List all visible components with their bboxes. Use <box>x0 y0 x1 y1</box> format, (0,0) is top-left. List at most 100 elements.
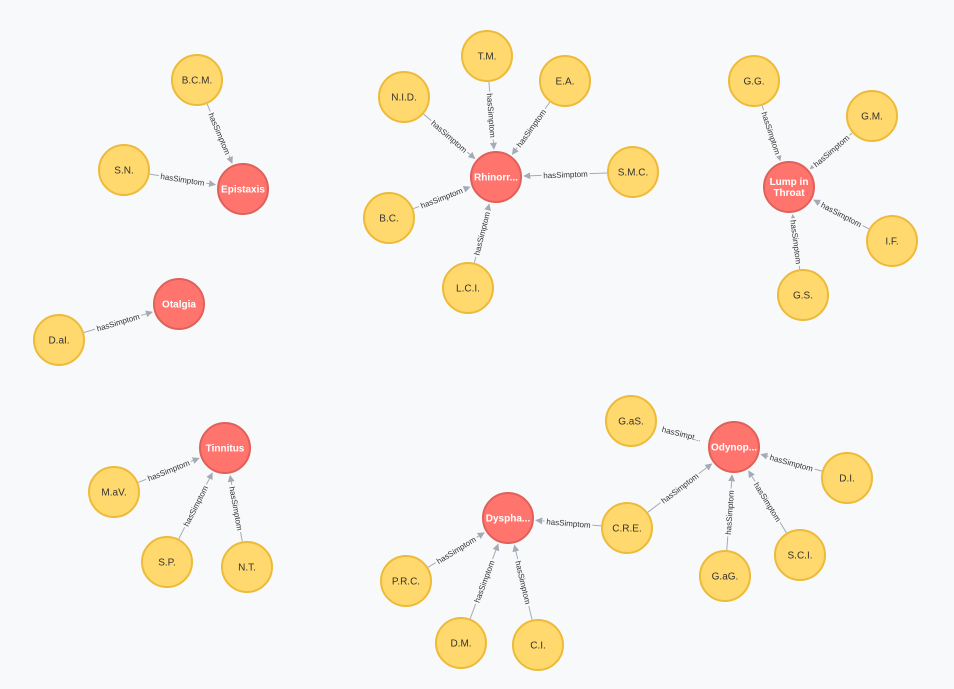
edge-label: hasSimptom <box>96 312 141 333</box>
symptom-node-circle[interactable] <box>141 536 193 588</box>
symptom-node-circle[interactable] <box>774 529 826 581</box>
edge-gm-lump[interactable]: hasSimptom <box>809 130 853 171</box>
symptom-node-sn[interactable]: S.N. <box>98 144 150 196</box>
symptom-node-sci[interactable]: S.C.I. <box>774 529 826 581</box>
symptom-node-circle[interactable] <box>380 555 432 607</box>
disease-node-dyspha[interactable]: Dyspha... <box>482 492 534 544</box>
edge-sp-tinnitus[interactable]: hasSimptom <box>178 472 213 540</box>
symptom-node-circle[interactable] <box>728 55 780 107</box>
edge-nid-rhinorr[interactable]: hasSimptom <box>423 113 476 160</box>
symptom-node-circle[interactable] <box>442 262 494 314</box>
symptom-node-gs[interactable]: G.S. <box>777 269 829 321</box>
edge-dm-dyspha[interactable]: hasSimptom <box>469 543 500 619</box>
symptom-node-if[interactable]: I.F. <box>866 215 918 267</box>
edge-bc-rhinorr[interactable]: hasSimptom <box>413 183 471 212</box>
disease-node-circle[interactable] <box>470 151 522 203</box>
edge-tm-rhinorr[interactable]: hasSimptom <box>484 81 500 150</box>
edge-label-background <box>788 217 806 267</box>
symptom-node-circle[interactable] <box>378 71 430 123</box>
symptom-node-gas[interactable]: G.aS. <box>605 395 657 447</box>
symptom-node-circle[interactable] <box>363 192 415 244</box>
symptom-node-circle[interactable] <box>777 269 829 321</box>
symptom-node-label: D.aI. <box>48 336 69 347</box>
edge-mav-tinnitus[interactable]: hasSimptom <box>137 455 200 484</box>
edge-gg-lump[interactable]: hasSimptom <box>758 105 785 162</box>
symptom-node-cre[interactable]: C.R.E. <box>601 502 653 554</box>
disease-node-otalgia[interactable]: Otalgia <box>153 278 205 330</box>
edge-gag-odynop[interactable]: hasSimptom <box>721 474 737 551</box>
edge-di-odynop[interactable]: hasSimptom <box>760 450 823 474</box>
symptom-node-circle[interactable] <box>33 314 85 366</box>
symptom-node-circle[interactable] <box>605 395 657 447</box>
symptom-node-gag[interactable]: G.aG. <box>699 550 751 602</box>
edge-label-background <box>766 450 817 474</box>
edge-bcm-epistaxis[interactable]: hasSimptom <box>205 103 235 164</box>
disease-node-circle[interactable] <box>763 161 815 213</box>
symptom-node-sp[interactable]: S.P. <box>141 536 193 588</box>
disease-node-label: Otalgia <box>162 300 196 311</box>
edge-cre-odynop[interactable]: hasSimptom <box>647 463 713 513</box>
edge-label: hasSimptom <box>543 170 588 181</box>
symptom-node-circle[interactable] <box>607 146 659 198</box>
symptom-node-circle[interactable] <box>171 54 223 106</box>
symptom-node-lci[interactable]: L.C.I. <box>442 262 494 314</box>
symptom-node-smc[interactable]: S.M.C. <box>607 146 659 198</box>
disease-node-circle[interactable] <box>153 278 205 330</box>
symptom-node-nid[interactable]: N.I.D. <box>378 71 430 123</box>
symptom-node-circle[interactable] <box>866 215 918 267</box>
symptom-node-ci[interactable]: C.I. <box>512 619 564 671</box>
disease-node-rhinorr[interactable]: Rhinorr... <box>470 151 522 203</box>
symptom-node-bc[interactable]: B.C. <box>363 192 415 244</box>
edge-prc-dyspha[interactable]: hasSimptom <box>427 532 485 568</box>
symptom-node-circle[interactable] <box>512 619 564 671</box>
symptom-node-circle[interactable] <box>821 452 873 504</box>
edge-dai-otalgia[interactable]: hasSimptom <box>83 309 153 334</box>
disease-node-epistaxis[interactable]: Epistaxis <box>217 163 269 215</box>
edge-gs-lump[interactable]: hasSimptom <box>788 214 806 270</box>
symptom-node-gm[interactable]: G.M. <box>846 90 898 142</box>
edge-label-background <box>226 483 247 533</box>
symptom-node-di[interactable]: D.I. <box>821 452 873 504</box>
symptom-node-bcm[interactable]: B.C.M. <box>171 54 223 106</box>
edge-nt-tinnitus[interactable]: hasSimptom <box>226 474 247 542</box>
edge-lci-rhinorr[interactable]: hasSimptom <box>470 203 493 263</box>
disease-node-circle[interactable] <box>482 492 534 544</box>
edge-cre-dyspha[interactable]: hasSimptom <box>535 515 602 531</box>
symptom-node-label: C.R.E. <box>612 524 641 535</box>
disease-node-circle[interactable] <box>199 422 251 474</box>
edge-sci-odynop[interactable]: hasSimptom <box>748 470 787 534</box>
disease-node-odynop[interactable]: Odynop... <box>708 421 760 473</box>
symptom-node-circle[interactable] <box>98 144 150 196</box>
symptom-node-dm[interactable]: D.M. <box>435 617 487 669</box>
symptom-node-gg[interactable]: G.G. <box>728 55 780 107</box>
symptom-node-tm[interactable]: T.M. <box>461 30 513 82</box>
edge-ea-rhinorr[interactable]: hasSimptom <box>511 101 551 155</box>
symptom-node-circle[interactable] <box>699 550 751 602</box>
symptom-node-circle[interactable] <box>88 466 140 518</box>
symptom-node-circle[interactable] <box>221 541 273 593</box>
edge-sn-epistaxis[interactable]: hasSimptom <box>149 169 217 189</box>
edge-label-background <box>93 309 143 334</box>
symptom-node-dai[interactable]: D.aI. <box>33 314 85 366</box>
edge-label: hasSimptom <box>752 481 783 524</box>
disease-node-circle[interactable] <box>708 421 760 473</box>
symptom-node-circle[interactable] <box>435 617 487 669</box>
symptom-node-mav[interactable]: M.aV. <box>88 466 140 518</box>
symptom-node-circle[interactable] <box>601 502 653 554</box>
symptom-node-circle[interactable] <box>846 90 898 142</box>
edge-ci-dyspha[interactable]: hasSimptom <box>512 544 535 620</box>
symptom-node-prc[interactable]: P.R.C. <box>380 555 432 607</box>
symptom-node-circle[interactable] <box>539 55 591 107</box>
disease-node-tinnitus[interactable]: Tinnitus <box>199 422 251 474</box>
edge-if-lump[interactable]: hasSimptom <box>813 198 870 231</box>
symptom-node-nt[interactable]: N.T. <box>221 541 273 593</box>
disease-node-circle[interactable] <box>217 163 269 215</box>
edge-gas-odynop[interactable]: hasSimpt... <box>654 421 709 446</box>
edge-smc-rhinorr[interactable]: hasSimptom <box>523 167 608 181</box>
symptom-node-circle[interactable] <box>461 30 513 82</box>
symptom-node-ea[interactable]: E.A. <box>539 55 591 107</box>
